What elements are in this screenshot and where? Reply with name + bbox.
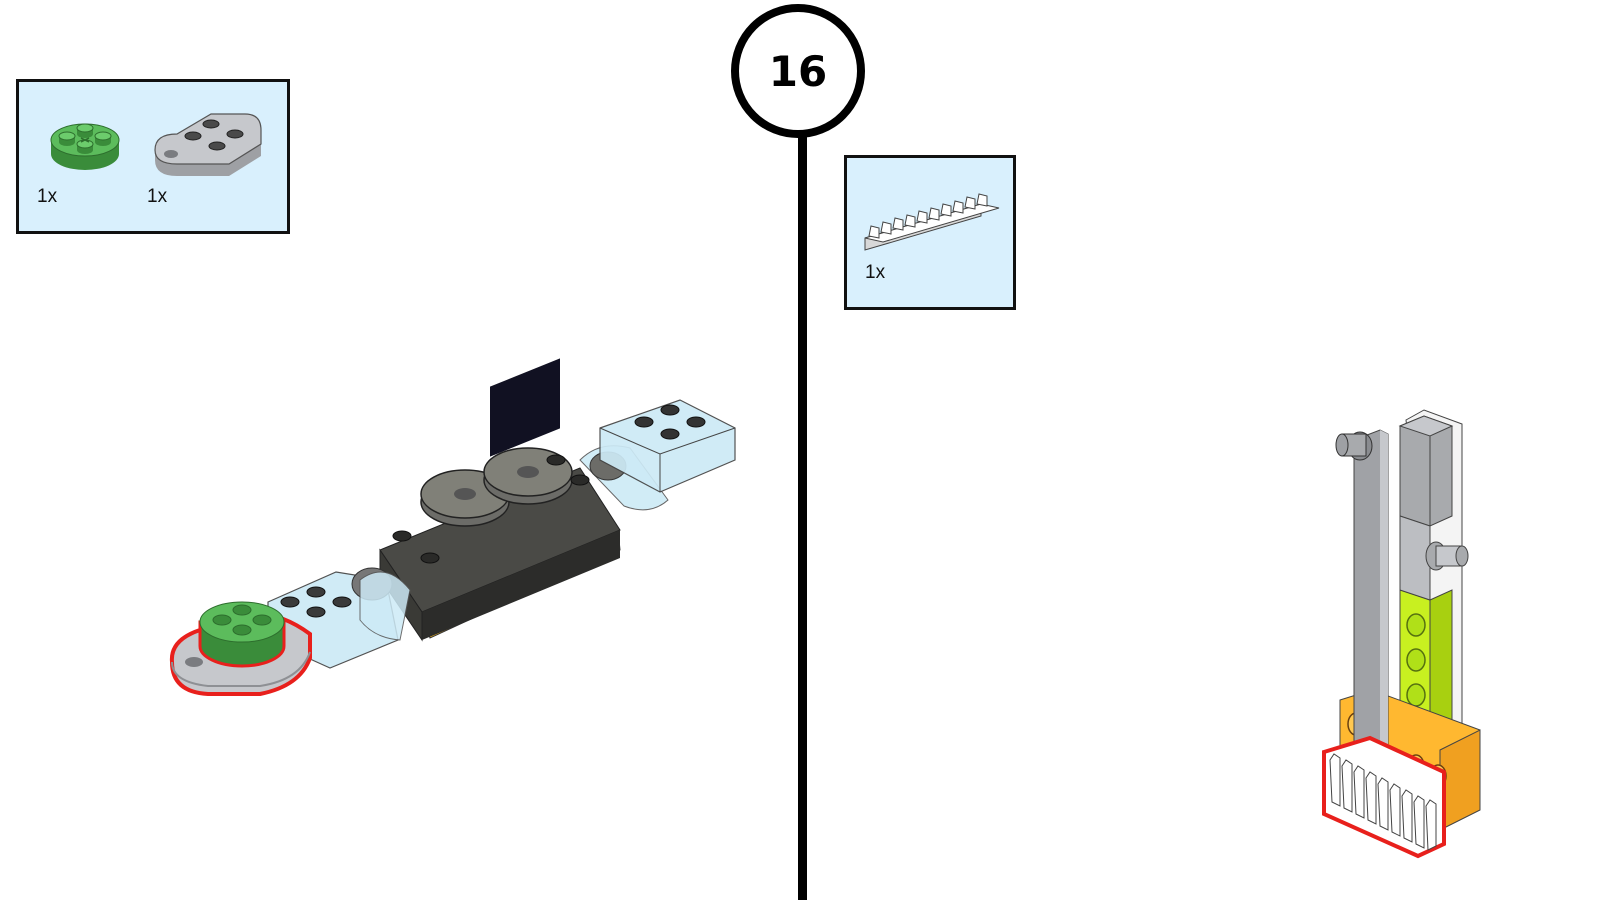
white-gear-rack-icon	[864, 193, 1000, 251]
quantity-label: 1x	[37, 186, 58, 207]
step-number: 16	[768, 46, 828, 96]
step-divider-line	[798, 134, 807, 900]
green-round-plate-icon	[50, 123, 120, 170]
assembly-drawing-right	[1322, 409, 1481, 859]
step-number-badge: 16	[731, 4, 865, 138]
gray-plate-with-hole-icon	[154, 113, 262, 176]
assembly-drawing-left	[169, 358, 736, 696]
parts-list-right: 1x	[844, 155, 1016, 310]
quantity-label: 1x	[865, 262, 886, 283]
parts-list-left: 1x 1x	[16, 79, 290, 234]
quantity-label: 1x	[147, 186, 168, 207]
